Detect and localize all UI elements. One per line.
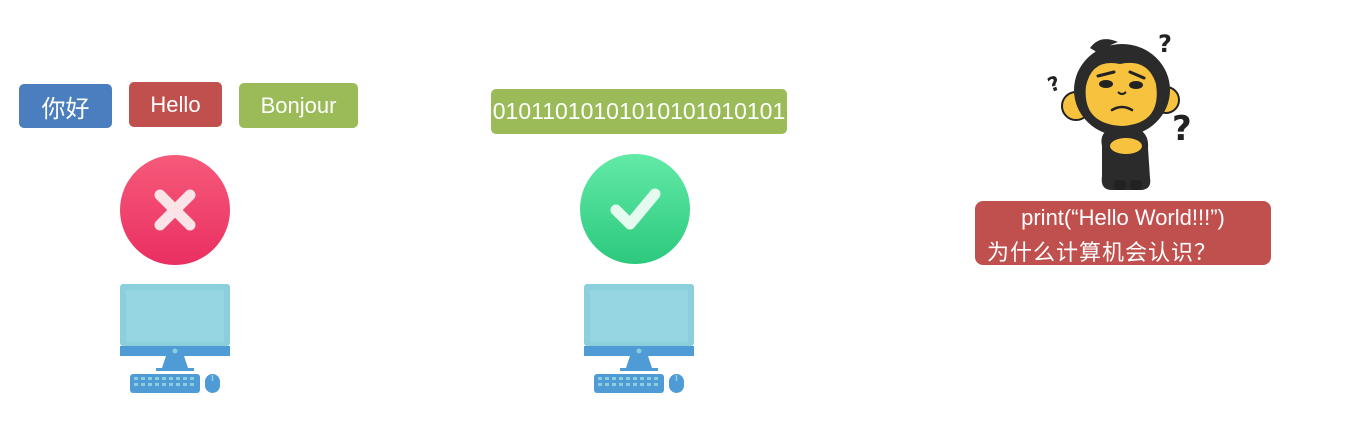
tag-nihao: 你好 xyxy=(19,84,112,128)
tag-hello: Hello xyxy=(129,82,222,127)
tag-bonjour: Bonjour xyxy=(239,83,358,128)
speech-question-line: 为什么计算机会认识？ xyxy=(987,240,1218,265)
speech-box: print(“Hello World!!!”) 为什么计算机会认识？ xyxy=(975,201,1271,265)
computer-icon-middle xyxy=(584,284,696,396)
speech-code-line: print(“Hello World!!!”) xyxy=(1021,205,1225,230)
svg-text:?: ? xyxy=(1172,109,1192,149)
svg-text:?: ? xyxy=(1158,30,1172,58)
cross-icon xyxy=(120,155,230,265)
check-status xyxy=(580,154,690,264)
confused-monkey-mascot: ? ? ? xyxy=(1040,28,1210,201)
check-icon xyxy=(580,154,690,264)
cross-status xyxy=(120,155,230,265)
computer-icon-left xyxy=(120,284,232,396)
svg-text:?: ? xyxy=(1044,70,1063,97)
binary-code-label: 01011010101010101010101 xyxy=(491,89,787,134)
